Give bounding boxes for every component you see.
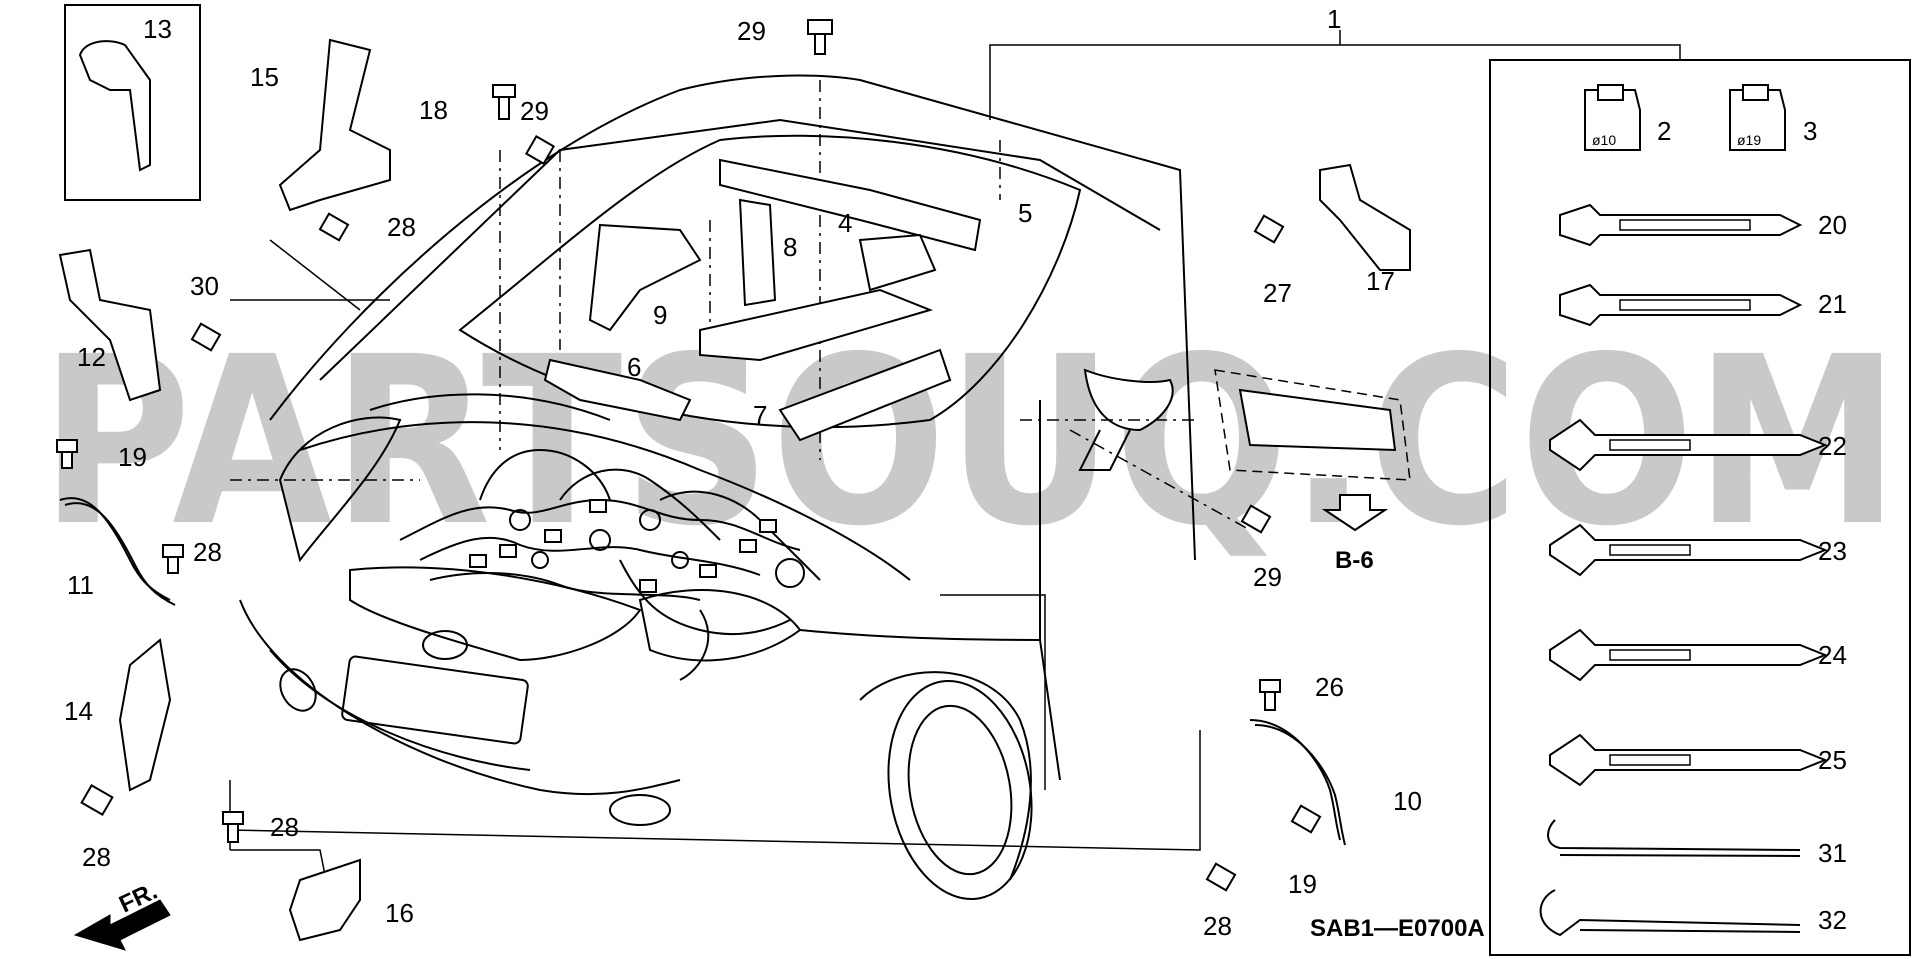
callout-10: 10 (1393, 786, 1422, 816)
clips-parts: ø10 ø19 (1539, 84, 1828, 937)
callout-21: 21 (1818, 289, 1847, 319)
callout-1: 1 (1327, 4, 1341, 34)
callout-19a: 19 (118, 442, 147, 472)
callout-20: 20 (1818, 210, 1847, 240)
callout-17: 17 (1366, 266, 1395, 296)
callout-22: 22 (1818, 431, 1847, 461)
leader-lines (229, 30, 1681, 901)
callout-18: 18 (419, 95, 448, 125)
callout-29a: 29 (737, 16, 766, 46)
callout-30: 30 (190, 271, 219, 301)
engine-wire-harness (399, 448, 821, 681)
section-reference: B-6 (1335, 547, 1374, 574)
callout-28a: 28 (387, 212, 416, 242)
callout-28b: 28 (193, 537, 222, 567)
callout-28e: 28 (1203, 911, 1232, 941)
bolts (56, 19, 1322, 892)
callout-28d: 28 (270, 812, 299, 842)
callout-7: 7 (753, 400, 767, 430)
callout-8: 8 (783, 232, 797, 262)
callout-28c: 28 (82, 842, 111, 872)
callout-5: 5 (1018, 198, 1032, 228)
callout-16: 16 (385, 898, 414, 928)
clip-diameter-19: ø19 (1737, 132, 1761, 148)
callout-14: 14 (64, 696, 93, 726)
callout-3: 3 (1803, 116, 1817, 146)
diagram-code: SAB1—E0700A (1310, 915, 1485, 942)
brackets (58, 4, 1411, 951)
callout-31: 31 (1818, 838, 1847, 868)
car-body (239, 74, 1196, 901)
callout-labels: 1 2 3 4 5 6 7 8 9 10 11 12 13 14 15 16 1… (64, 4, 1847, 941)
callout-25: 25 (1818, 745, 1847, 775)
callout-29c: 29 (1253, 562, 1282, 592)
callout-4: 4 (838, 208, 852, 238)
callout-15: 15 (250, 62, 279, 92)
clip-panel (1489, 59, 1911, 956)
callout-27: 27 (1263, 278, 1292, 308)
front-arrow (73, 899, 171, 951)
callout-24: 24 (1818, 640, 1847, 670)
callout-23: 23 (1818, 536, 1847, 566)
callout-6: 6 (627, 352, 641, 382)
callout-2: 2 (1657, 116, 1671, 146)
callout-12: 12 (77, 342, 106, 372)
callout-29b: 29 (520, 96, 549, 126)
clip-diameter-10: ø10 (1592, 132, 1616, 148)
callout-11: 11 (67, 570, 94, 600)
callout-9: 9 (653, 300, 667, 330)
callout-19b: 19 (1288, 869, 1317, 899)
callout-32: 32 (1818, 905, 1847, 935)
callout-13: 13 (143, 14, 172, 44)
callout-26: 26 (1315, 672, 1344, 702)
